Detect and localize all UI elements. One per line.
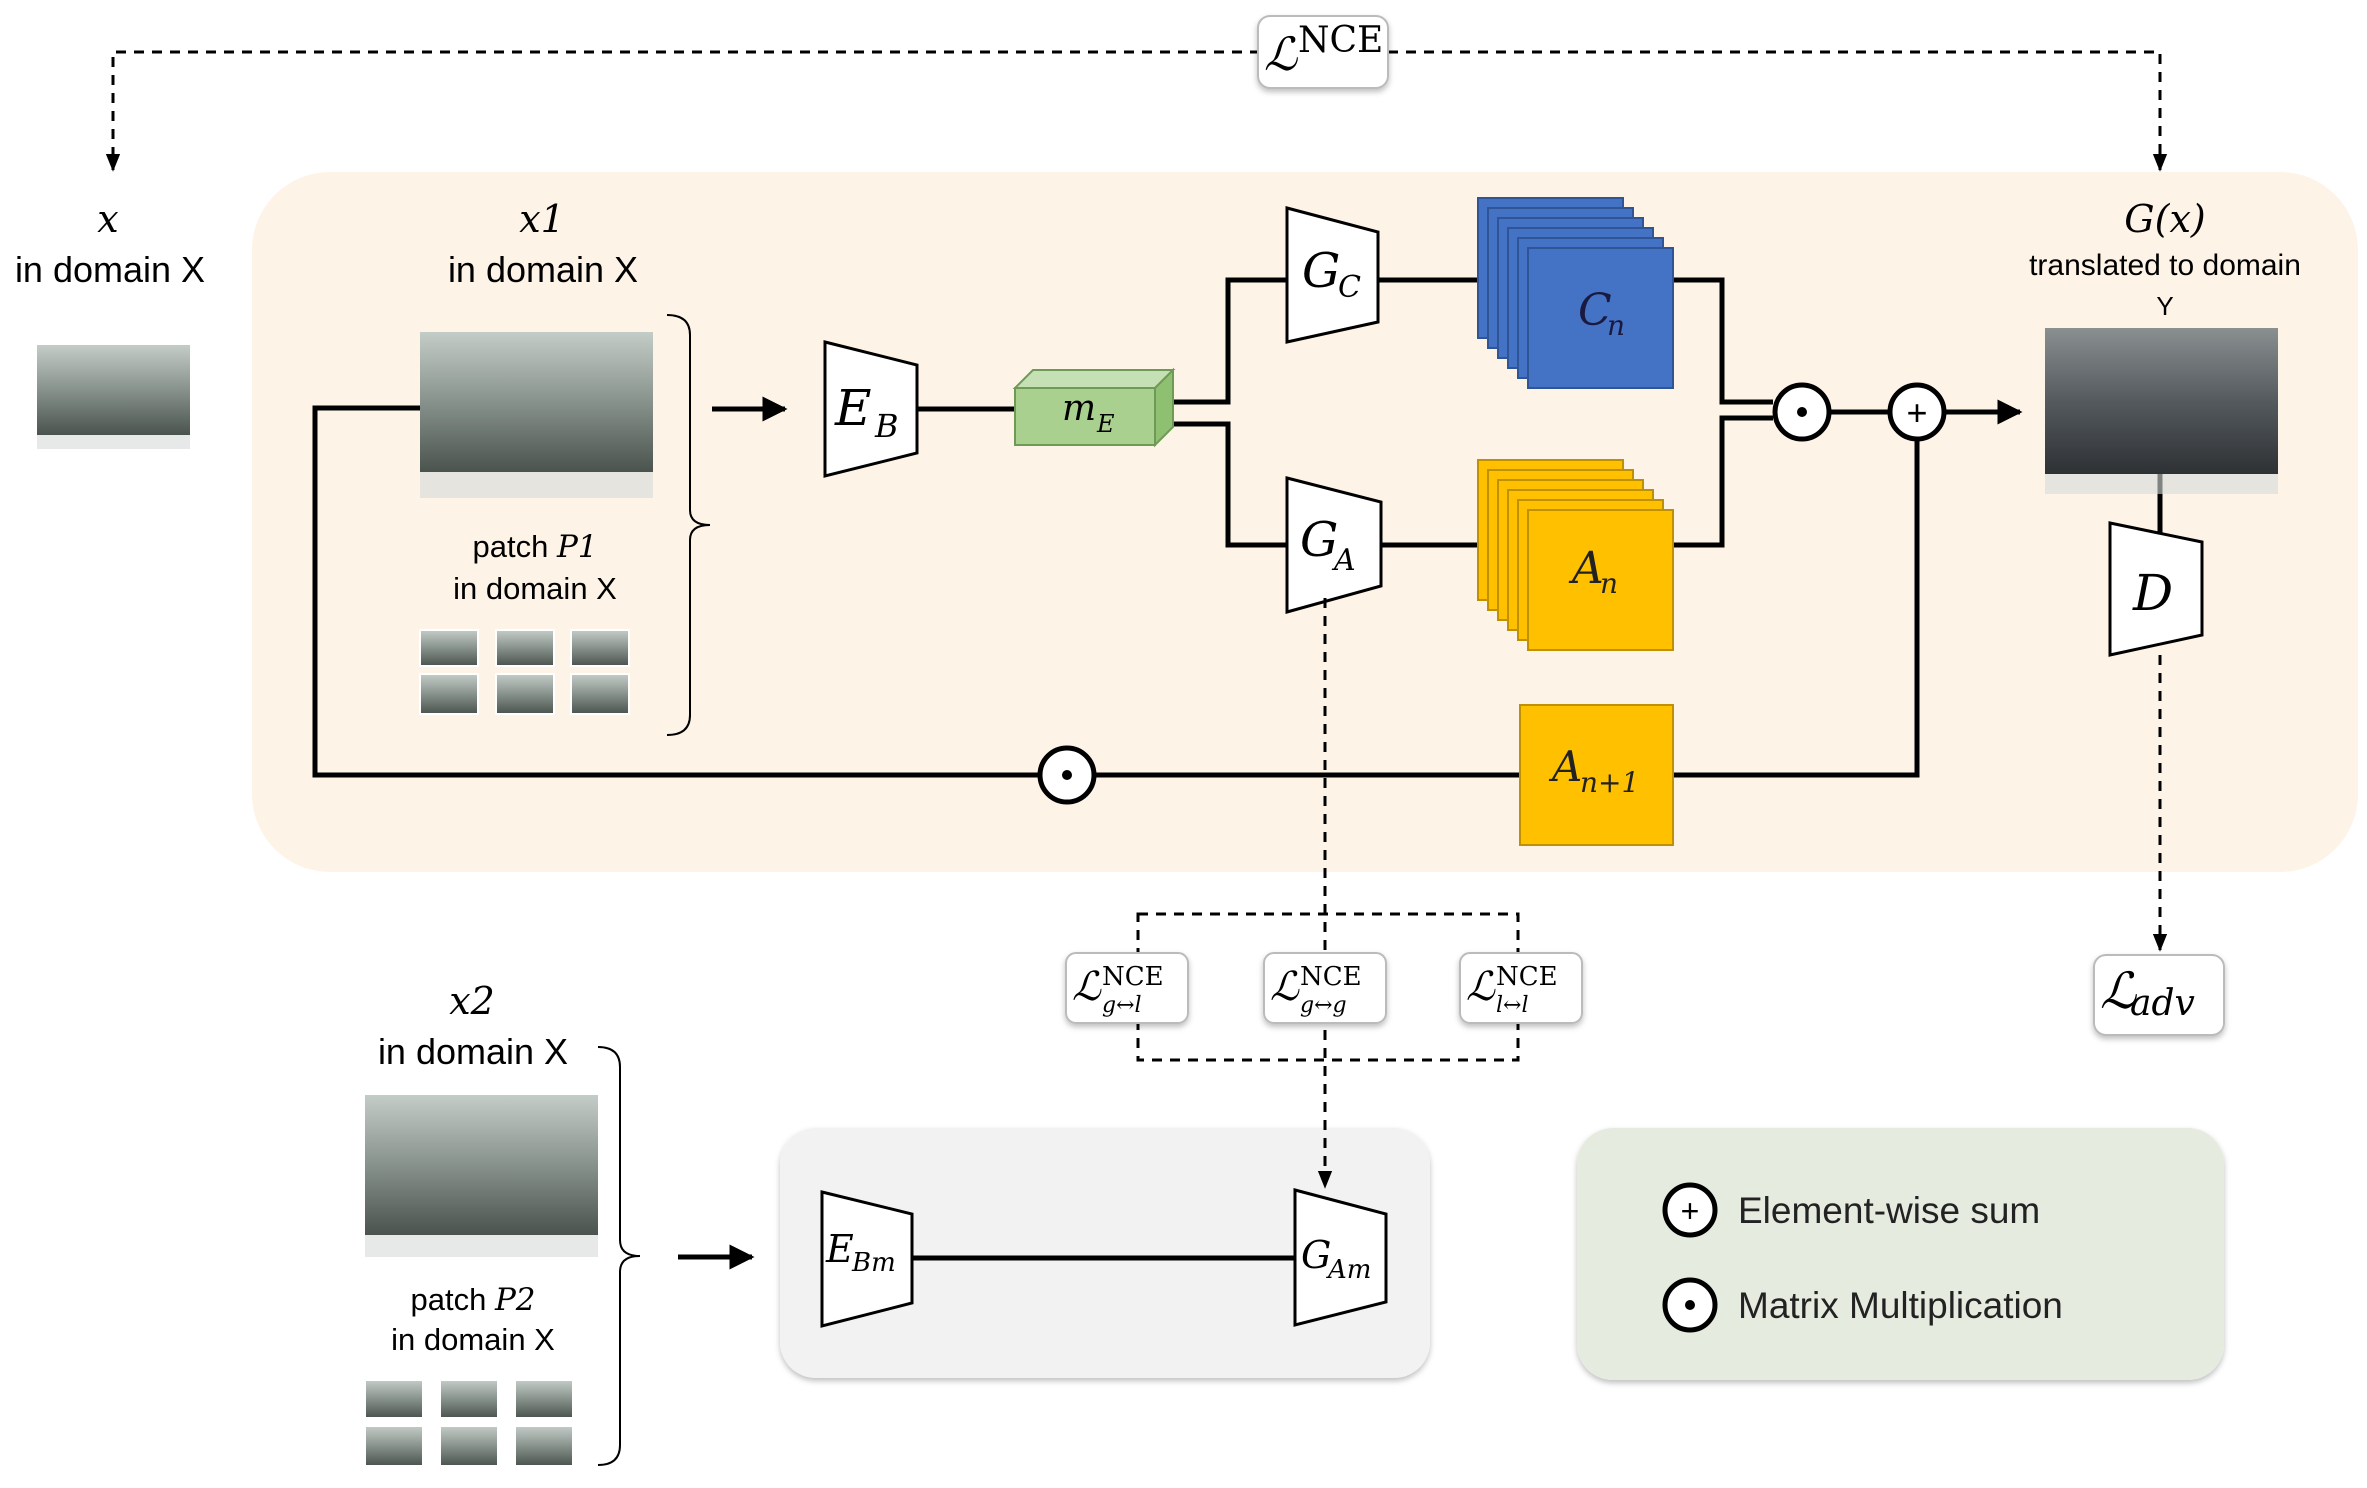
- legend-sum-label: Element-wise sum: [1738, 1190, 2040, 1231]
- input-x2-photo: [365, 1095, 598, 1257]
- brace-x2: [597, 1046, 641, 1466]
- svg-text:E: E: [1096, 410, 1115, 438]
- patch-p2-domain: in domain X: [391, 1322, 555, 1357]
- svg-text:B: B: [874, 407, 899, 445]
- loss-sup: NCE: [1298, 20, 1383, 61]
- content-stack-cn: C n: [1477, 197, 1674, 389]
- svg-text:G: G: [1302, 243, 1340, 299]
- attention-stack-an: A n: [1477, 459, 1674, 651]
- svg-text:g↔l: g↔l: [1102, 993, 1142, 1018]
- input-x1-domain: in domain X: [448, 249, 638, 290]
- multiply-op-main: [1772, 382, 1832, 442]
- encoder-ebm: E Bm: [820, 1190, 914, 1328]
- patch-p1-domain: in domain X: [453, 571, 617, 606]
- generator-gc: G C: [1285, 206, 1380, 344]
- svg-text:A: A: [1568, 543, 1604, 594]
- svg-text:E: E: [825, 1227, 854, 1271]
- svg-text:E: E: [834, 379, 872, 437]
- output-photo: [2045, 328, 2278, 494]
- svg-text:A: A: [1548, 742, 1582, 791]
- svg-text:l↔l: l↔l: [1496, 993, 1529, 1018]
- legend-multiply-label: Matrix Multiplication: [1738, 1285, 2063, 1326]
- svg-text:Am: Am: [1326, 1255, 1371, 1285]
- svg-text:ℒ: ℒ: [1270, 964, 1300, 1010]
- svg-text:NCE: NCE: [1496, 962, 1558, 992]
- attention-extra-an1: A n+1: [1519, 704, 1674, 846]
- loss-gg: ℒ NCE g↔g: [1263, 952, 1387, 1024]
- loss-symbol: ℒ: [1264, 27, 1298, 81]
- input-x1-var: x1: [519, 197, 565, 241]
- output-var: G(x): [2124, 197, 2205, 241]
- svg-text:+: +: [1681, 1193, 1700, 1229]
- legend-multiply-icon: [1662, 1277, 1718, 1333]
- svg-text:g↔g: g↔g: [1300, 993, 1347, 1018]
- loss-adv: ℒ adv: [2093, 954, 2225, 1036]
- bottom-wires: [678, 1244, 1295, 1270]
- svg-text:n: n: [1607, 309, 1625, 342]
- svg-text:n+1: n+1: [1580, 766, 1639, 799]
- bottom-panel: [780, 1128, 1430, 1378]
- discriminator-d: D: [2108, 521, 2204, 657]
- sum-op-main: +: [1887, 382, 1947, 442]
- patch-p1-label: patch P1: [472, 529, 597, 565]
- input-x1-photo: [420, 332, 653, 498]
- patches-p1: [419, 629, 630, 715]
- generator-ga: G A: [1285, 476, 1383, 614]
- input-x-var: x: [97, 197, 118, 241]
- top-nce-loss-box: ℒ NCE: [1257, 15, 1389, 89]
- feature-me: m E: [1012, 367, 1176, 448]
- svg-text:adv: adv: [2130, 983, 2195, 1024]
- output-line2: Y: [2156, 291, 2173, 321]
- encoder-eb: E B: [823, 340, 919, 478]
- svg-text:Bm: Bm: [851, 1248, 896, 1278]
- svg-text:NCE: NCE: [1102, 962, 1164, 992]
- svg-text:ℒ: ℒ: [1466, 964, 1496, 1010]
- input-x-domain: in domain X: [15, 249, 205, 290]
- loss-ll: ℒ NCE l↔l: [1459, 952, 1583, 1024]
- svg-text:G: G: [1300, 512, 1338, 568]
- svg-text:C: C: [1578, 285, 1612, 336]
- patch-p2-label: patch P2: [410, 1282, 535, 1318]
- svg-text:G: G: [1301, 1233, 1331, 1277]
- svg-text:ℒ: ℒ: [2100, 962, 2137, 1020]
- legend-sum-icon: +: [1662, 1182, 1718, 1238]
- svg-text:D: D: [2132, 564, 2173, 622]
- input-x2-domain: in domain X: [378, 1031, 568, 1072]
- brace-x1: [666, 314, 711, 736]
- svg-text:n: n: [1600, 567, 1618, 600]
- legend-panel: [1577, 1128, 2224, 1380]
- svg-text:A: A: [1331, 543, 1356, 578]
- top-nce-connector: [105, 50, 2168, 172]
- svg-text:C: C: [1338, 270, 1361, 305]
- input-x2-var: x2: [449, 979, 495, 1023]
- multiply-op-bottom: [1037, 745, 1097, 805]
- generator-gam: G Am: [1293, 1188, 1388, 1327]
- input-x-photo: [37, 345, 190, 449]
- patches-p2: [364, 1379, 574, 1467]
- svg-text:m: m: [1062, 388, 1096, 429]
- svg-text:ℒ: ℒ: [1072, 964, 1102, 1010]
- main-wires: [312, 277, 2163, 778]
- loss-gl: ℒ NCE g↔l: [1065, 952, 1189, 1024]
- svg-text:NCE: NCE: [1300, 962, 1362, 992]
- svg-text:+: +: [1906, 392, 1927, 433]
- output-line1: translated to domain: [2029, 249, 2301, 282]
